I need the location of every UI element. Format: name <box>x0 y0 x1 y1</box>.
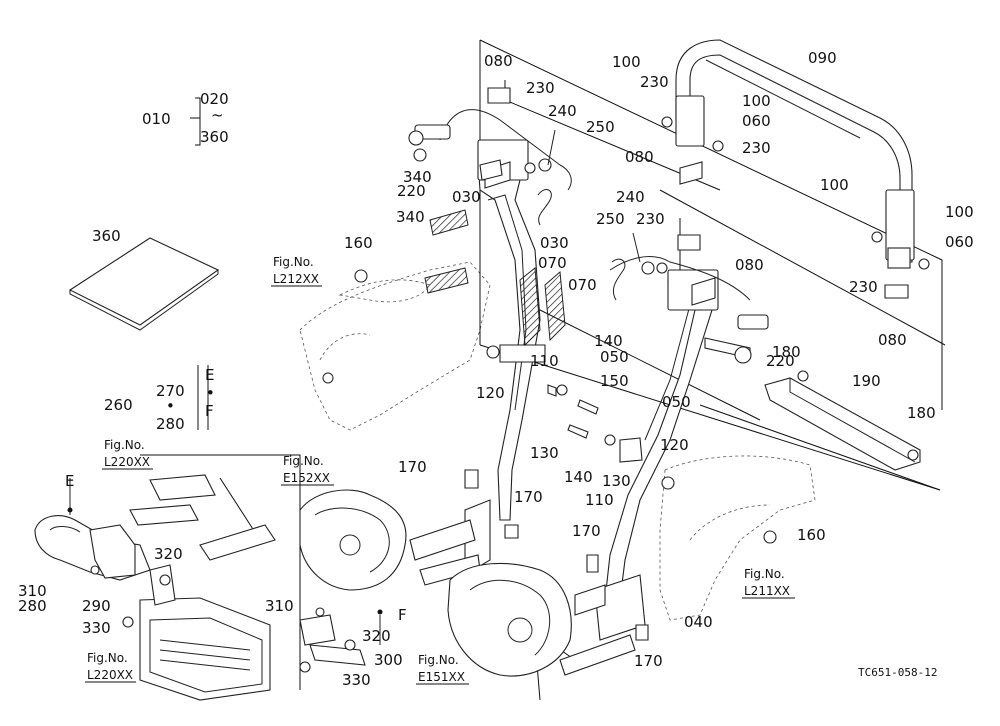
fig-ref-E151-title: Fig.No. <box>418 653 459 667</box>
label-010: 010 <box>142 110 171 128</box>
label-230-upper-right: 230 <box>742 139 771 157</box>
label-280-lower: 280 <box>18 597 47 615</box>
label-F-key: F <box>205 402 214 420</box>
cross-bar-190 <box>764 377 921 471</box>
label-170-center: 170 <box>514 488 543 506</box>
hatched-pads <box>424 209 566 347</box>
label-020-range-start: 020 <box>200 90 229 108</box>
rops-arch-090 <box>675 39 915 269</box>
label-080-upper-middle: 080 <box>625 148 654 166</box>
label-230-middle: 230 <box>636 210 665 228</box>
label-220-left: 220 <box>397 182 426 200</box>
label-140-upper: 140 <box>594 332 623 350</box>
label-070-upper: 070 <box>538 254 567 272</box>
fig-ref-E152-code: E152XX <box>283 471 330 485</box>
label-100-top-right: 100 <box>742 92 771 110</box>
label-120-left: 120 <box>476 384 505 402</box>
label-320-left: 320 <box>154 545 183 563</box>
label-100-top: 100 <box>612 53 641 71</box>
label-060-upper: 060 <box>742 112 771 130</box>
label-230-top: 230 <box>640 73 669 91</box>
label-240-upper: 240 <box>548 102 577 120</box>
figure-references: Fig.No. L212XX Fig.No. L220XX Fig.No. E1… <box>85 255 795 685</box>
label-bullet-270-280: • <box>166 397 175 415</box>
label-130-left: 130 <box>530 444 559 462</box>
label-330-left: 330 <box>82 619 111 637</box>
label-080-right: 080 <box>878 331 907 349</box>
label-270: 270 <box>156 382 185 400</box>
label-340-lower: 340 <box>396 208 425 226</box>
label-360-range-end: 360 <box>200 128 229 146</box>
fig-ref-L211-title: Fig.No. <box>744 567 785 581</box>
fig-ref-L212-title: Fig.No. <box>273 255 314 269</box>
label-160-left: 160 <box>344 234 373 252</box>
label-260: 260 <box>104 396 133 414</box>
label-180-lower: 180 <box>907 404 936 422</box>
label-100-right: 100 <box>945 203 974 221</box>
fig-ref-L211-code: L211XX <box>744 584 790 598</box>
label-310-left: 310 <box>18 582 47 600</box>
label-170-bottom: 170 <box>634 652 663 670</box>
label-110-upper: 110 <box>530 352 559 370</box>
tractor-body-outline <box>299 261 816 621</box>
label-150: 150 <box>600 372 629 390</box>
fig-ref-E151-code: E151XX <box>418 670 465 684</box>
label-310-right: 310 <box>265 597 294 615</box>
label-030-left: 030 <box>452 188 481 206</box>
label-250-middle: 250 <box>596 210 625 228</box>
label-050-lower: 050 <box>662 393 691 411</box>
label-060-lower: 060 <box>945 233 974 251</box>
label-330-right: 330 <box>342 671 371 689</box>
label-170-left: 170 <box>398 458 427 476</box>
fig-ref-L220-lower-title: Fig.No. <box>87 651 128 665</box>
label-340-upper: 340 <box>403 168 432 186</box>
label-320-right: 320 <box>362 627 391 645</box>
rops-post-020 <box>409 139 546 586</box>
fig-ref-L220-upper-title: Fig.No. <box>104 438 145 452</box>
label-230-upper: 230 <box>526 79 555 97</box>
label-300: 300 <box>374 651 403 669</box>
label-120-right: 120 <box>660 436 689 454</box>
label-F-marker: F <box>398 606 407 624</box>
label-030-right: 030 <box>540 234 569 252</box>
fasteners <box>354 87 930 641</box>
fig-ref-L220-lower-code: L220XX <box>87 668 133 682</box>
label-080-middle: 080 <box>735 256 764 274</box>
label-bullet-E-F: • <box>206 384 215 402</box>
drawing-id-code: TC651-058-12 <box>858 666 937 679</box>
label-230-right: 230 <box>849 278 878 296</box>
transmission-housings <box>299 489 572 677</box>
label-170-lower: 170 <box>572 522 601 540</box>
fig-ref-E152-title: Fig.No. <box>283 454 324 468</box>
label-050-upper: 050 <box>600 348 629 366</box>
label-070-lower: 070 <box>568 276 597 294</box>
label-360-booklet: 360 <box>92 227 121 245</box>
label-range-tilde: ~ <box>211 106 224 124</box>
label-E-marker: E <box>65 472 74 490</box>
label-280-upper: 280 <box>156 415 185 433</box>
label-110-lower: 110 <box>585 491 614 509</box>
label-160-right: 160 <box>797 526 826 544</box>
label-140-lower: 140 <box>564 468 593 486</box>
label-290: 290 <box>82 597 111 615</box>
manual-booklet-360 <box>68 237 220 331</box>
label-250-upper: 250 <box>586 118 615 136</box>
label-130-right: 130 <box>602 472 631 490</box>
label-100-mid: 100 <box>820 176 849 194</box>
part-labels: 010 020 ~ 360 030 030 040 050 050 060 06… <box>18 49 974 689</box>
label-220-right: 220 <box>766 352 795 370</box>
label-180-upper: 180 <box>772 343 801 361</box>
label-E-key: E <box>205 366 214 384</box>
label-040: 040 <box>684 613 713 631</box>
lower-left-assembly <box>34 474 383 701</box>
label-080-top-left: 080 <box>484 52 513 70</box>
label-090: 090 <box>808 49 837 67</box>
label-240-middle: 240 <box>616 188 645 206</box>
fig-ref-L212-code: L212XX <box>273 272 319 286</box>
fig-ref-L220-upper-code: L220XX <box>104 455 150 469</box>
label-190: 190 <box>852 372 881 390</box>
